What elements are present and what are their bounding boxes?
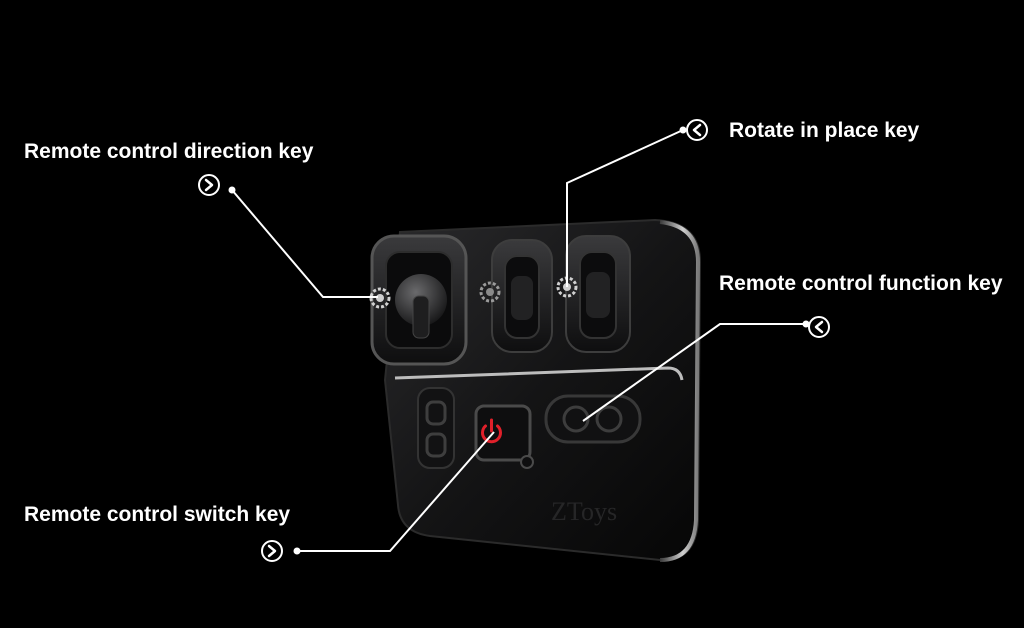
leader-lines xyxy=(231,129,806,552)
direction-joystick[interactable] xyxy=(370,234,468,366)
function-key[interactable] xyxy=(544,394,642,444)
chevron-right-icon xyxy=(261,540,283,562)
callout-function-key: Remote control function key xyxy=(719,272,1003,295)
leader-rotate xyxy=(566,129,684,287)
leader-dots xyxy=(228,126,810,555)
chevron-right-icon xyxy=(198,174,220,196)
callout-rotate-key: Rotate in place key xyxy=(729,119,920,142)
brand-mark: ZToys xyxy=(551,497,617,526)
power-icon xyxy=(481,418,502,444)
callout-direction-key: Remote control direction key xyxy=(24,140,314,163)
leader-direction xyxy=(231,189,378,298)
leader-switch xyxy=(297,431,495,552)
power-switch[interactable] xyxy=(474,404,534,469)
leader-function xyxy=(582,323,806,422)
rotate-rocker-left[interactable] xyxy=(491,239,553,353)
callout-switch-key: Remote control switch key xyxy=(24,503,291,526)
rotate-rocker-right[interactable] xyxy=(565,235,631,353)
chevron-left-icon xyxy=(808,316,830,338)
chevron-left-icon xyxy=(686,119,708,141)
side-buttons[interactable] xyxy=(417,387,455,469)
middle-key-marker xyxy=(479,281,501,303)
